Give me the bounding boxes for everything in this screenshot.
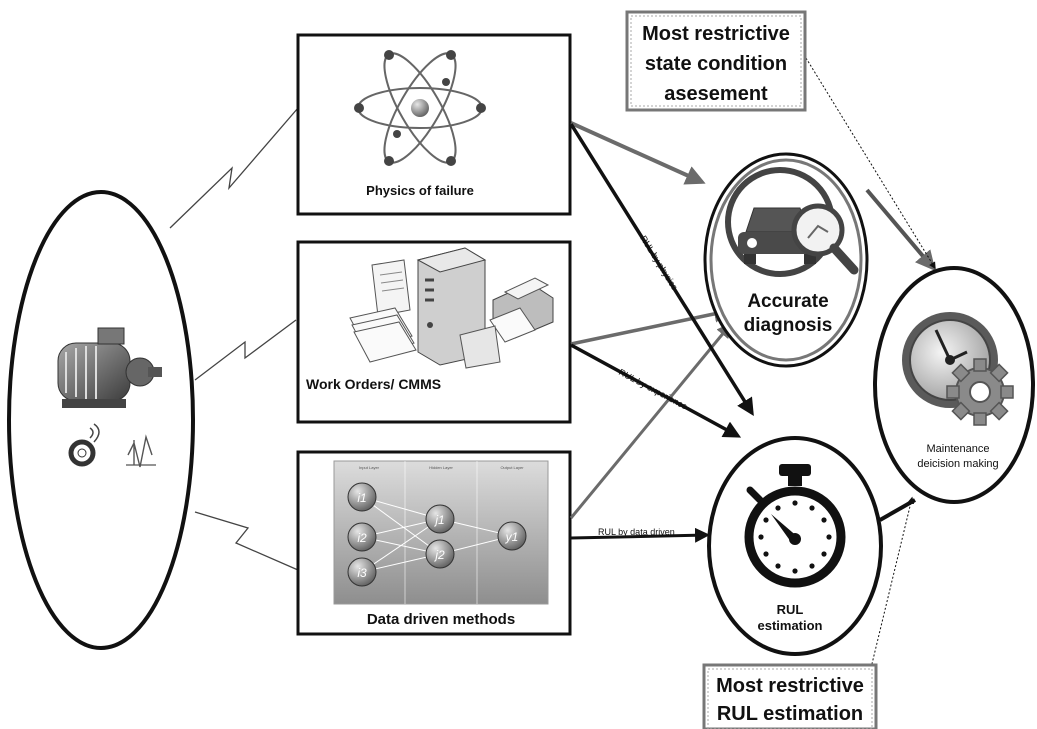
nn-layer-label: Input Layer: [359, 465, 380, 470]
computer-printer-icon: [349, 247, 554, 369]
callout-rul-estimation: Most restrictive RUL estimation: [702, 663, 878, 729]
callout-state-condition: Most restrictive state condition aseseme…: [625, 10, 807, 112]
rul-estimation-line1: RUL: [777, 602, 804, 617]
nn-hidden-node: j2: [433, 548, 445, 562]
work-orders-box: Work Orders/ CMMS: [296, 240, 572, 424]
callout-bottom-line1: Most restrictive: [716, 675, 864, 697]
rul-by-physics-label: RUL by physics: [638, 234, 680, 292]
physics-of-failure-box: Physics of failure: [296, 33, 572, 216]
wireless-links: [169, 107, 299, 571]
nn-hidden-node: j1: [433, 513, 444, 527]
nn-output-node: y1: [505, 530, 519, 544]
neural-network-illustration: Input Layer Hidden Layer Output Layer i1…: [333, 460, 549, 605]
callout-bottom-line2: RUL estimation: [717, 703, 863, 725]
nn-layer-label: Hidden Layer: [429, 465, 453, 470]
maintenance-decision-node: Maintenance deicision making: [873, 266, 1035, 504]
data-driven-label: Data driven methods: [367, 611, 515, 628]
stopwatch-icon: [744, 464, 846, 588]
arrows: [569, 57, 936, 673]
rul-estimation-line2: estimation: [757, 618, 822, 633]
accurate-diagnosis-line1: Accurate: [747, 291, 828, 312]
work-orders-label: Work Orders/ CMMS: [306, 376, 441, 392]
rul-estimation-node: RUL estimation: [707, 436, 883, 656]
electric-motor-icon: [57, 327, 162, 468]
physics-of-failure-label: Physics of failure: [366, 183, 474, 198]
car-inspection-icon: [725, 167, 859, 277]
data-driven-box: Input Layer Hidden Layer Output Layer i1…: [296, 450, 572, 636]
motor-node: [7, 190, 195, 650]
callout-top-line3: asesement: [664, 83, 768, 105]
rul-by-data-driven-label: RUL by data driven: [598, 527, 675, 537]
callout-top-line2: state condition: [645, 53, 787, 75]
maintenance-line2: deicision making: [917, 458, 998, 470]
callout-top-line1: Most restrictive: [642, 23, 790, 45]
maintenance-line1: Maintenance: [927, 443, 990, 455]
nn-input-node: i3: [357, 566, 367, 580]
clock-gear-icon: [902, 312, 1014, 426]
nn-input-node: i1: [357, 491, 366, 505]
accurate-diagnosis-line2: diagnosis: [744, 315, 833, 336]
atom-icon: [354, 50, 486, 166]
nn-input-node: i2: [357, 531, 367, 545]
nn-layer-label: Output Layer: [500, 465, 524, 470]
accurate-diagnosis-node: Accurate diagnosis: [703, 152, 869, 368]
